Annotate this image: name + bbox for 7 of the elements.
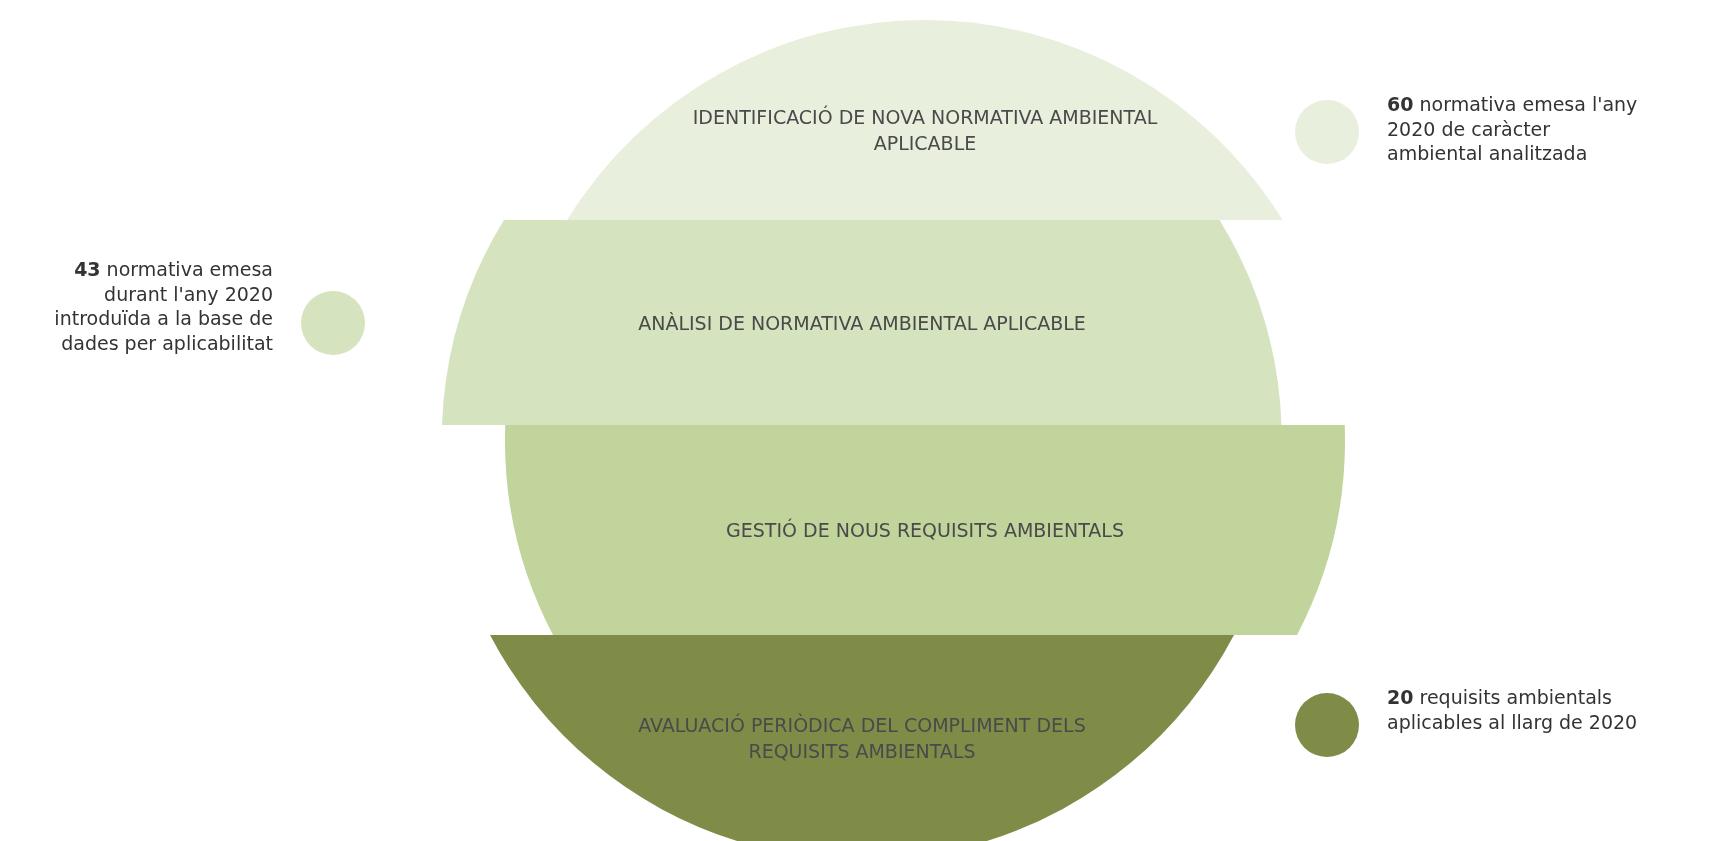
stage-label: IDENTIFICACIÓ DE NOVA NORMATIVA AMBIENTAL APLICABLE (691, 106, 1159, 156)
statistic-text: 60 normativa emesa l'any 2020 de caràcter ambiental analitzada (1387, 92, 1639, 167)
statistic-text: 43 normativa emesa durant l'any 2020 introduïda a la base de dades per aplicabilitat (53, 257, 273, 356)
stage-label: ANÀLISI DE NORMATIVA AMBIENTAL APLICABLE (637, 310, 1087, 336)
stage-label: AVALUACIÓ PERIÒDICA DEL COMPLIMENT DELS REQUISITS AMBIENTALS (637, 714, 1087, 764)
statistic-text: 20 requisits ambientals aplicables al llarg de 2020 (1387, 685, 1639, 735)
stage-label: GESTIÓ DE NOUS REQUISITS AMBIENTALS (725, 517, 1125, 544)
